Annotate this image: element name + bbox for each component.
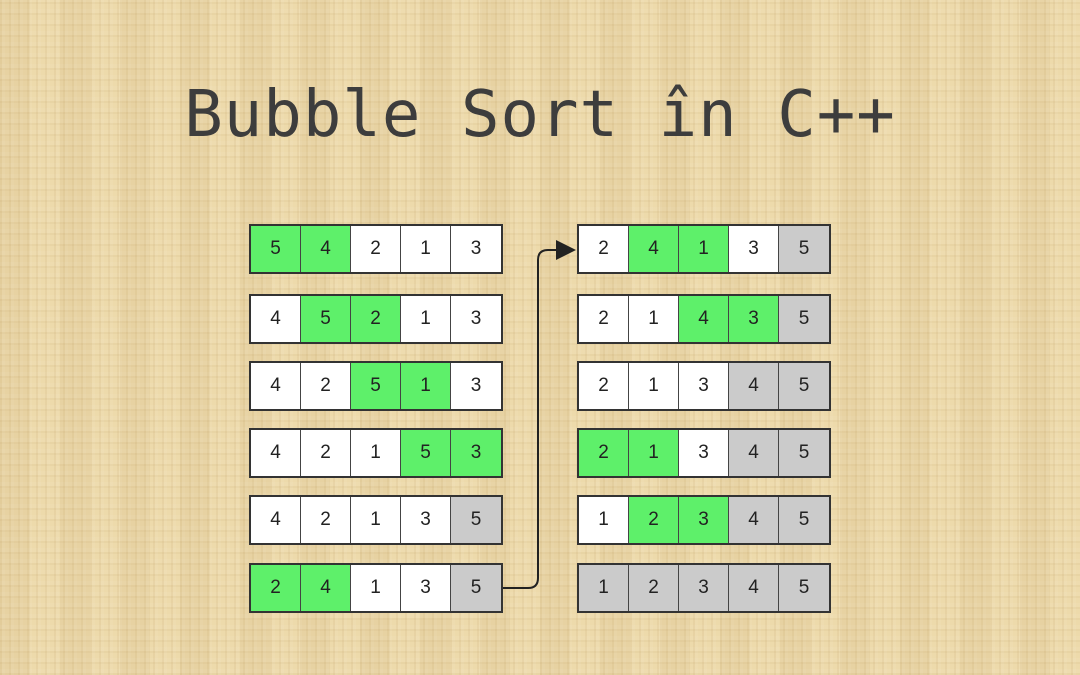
array-cell: 1 — [679, 226, 729, 272]
array-cell: 4 — [629, 226, 679, 272]
page-title: Bubble Sort în C++ — [184, 78, 896, 152]
array-cell: 2 — [351, 296, 401, 342]
array-cell: 2 — [579, 363, 629, 409]
array-cell: 1 — [351, 565, 401, 611]
array-cell: 1 — [351, 430, 401, 476]
array-cell: 3 — [451, 226, 501, 272]
array-cell: 4 — [251, 363, 301, 409]
array-cell: 1 — [629, 363, 679, 409]
array-cell: 3 — [679, 497, 729, 543]
array-cell: 4 — [301, 226, 351, 272]
array-cell: 1 — [579, 565, 629, 611]
array-cell: 3 — [679, 565, 729, 611]
array-cell: 2 — [629, 497, 679, 543]
array-cell: 2 — [579, 430, 629, 476]
array-cell: 4 — [729, 565, 779, 611]
array-cell: 3 — [401, 565, 451, 611]
array-cell: 2 — [301, 363, 351, 409]
array-cell: 5 — [779, 363, 829, 409]
array-cell: 5 — [779, 296, 829, 342]
array-cell: 3 — [451, 430, 501, 476]
array-cell: 5 — [401, 430, 451, 476]
array-cell: 2 — [251, 565, 301, 611]
array-cell: 4 — [251, 497, 301, 543]
array-cell: 4 — [729, 497, 779, 543]
array-cell: 4 — [729, 363, 779, 409]
array-cell: 5 — [779, 430, 829, 476]
array-cell: 5 — [451, 565, 501, 611]
array-cell: 1 — [579, 497, 629, 543]
array-cell: 5 — [779, 497, 829, 543]
array-cell: 1 — [629, 296, 679, 342]
array-cell: 2 — [351, 226, 401, 272]
array-cell: 3 — [451, 296, 501, 342]
array-cell: 1 — [401, 363, 451, 409]
array-cell: 2 — [301, 497, 351, 543]
array-cell: 4 — [301, 565, 351, 611]
array-cell: 5 — [779, 565, 829, 611]
array-cell: 1 — [401, 296, 451, 342]
array-cell: 1 — [351, 497, 401, 543]
array-cell: 3 — [679, 363, 729, 409]
array-cell: 5 — [251, 226, 301, 272]
array-cell: 2 — [579, 296, 629, 342]
array-cell: 4 — [679, 296, 729, 342]
array-cell: 1 — [629, 430, 679, 476]
array-cell: 5 — [451, 497, 501, 543]
array-cell: 3 — [451, 363, 501, 409]
array-cell: 3 — [729, 226, 779, 272]
array-cell: 3 — [401, 497, 451, 543]
array-cell: 5 — [301, 296, 351, 342]
array-cell: 5 — [351, 363, 401, 409]
array-cell: 1 — [401, 226, 451, 272]
array-cell: 4 — [251, 430, 301, 476]
array-cell: 2 — [579, 226, 629, 272]
array-cell: 3 — [679, 430, 729, 476]
array-cell: 2 — [629, 565, 679, 611]
array-cell: 2 — [301, 430, 351, 476]
array-cell: 3 — [729, 296, 779, 342]
array-cell: 4 — [251, 296, 301, 342]
array-cell: 5 — [779, 226, 829, 272]
array-cell: 4 — [729, 430, 779, 476]
